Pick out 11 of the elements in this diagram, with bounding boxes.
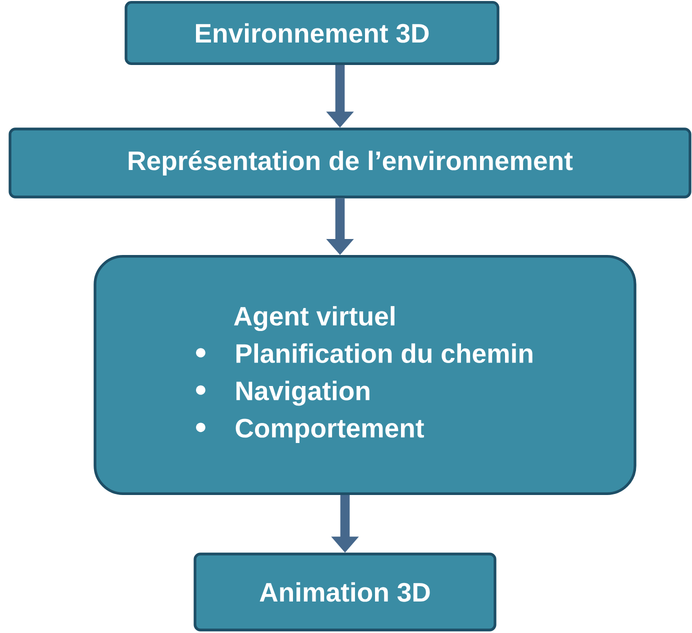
bullet-item: Navigation (236, 380, 370, 406)
box-label: Environnement 3D (196, 23, 429, 43)
process-box (124, 1, 500, 65)
agent-box (94, 255, 636, 495)
process-box (194, 552, 496, 632)
box-heading: Agent virtuel (234, 306, 394, 332)
process-box (8, 128, 692, 198)
bullet-item: Comportement (236, 418, 424, 443)
box-label: Animation 3D (260, 582, 430, 602)
box-label: Représentation de l’environnement (128, 150, 573, 176)
bullet-item: Planification du chemin (236, 343, 532, 363)
